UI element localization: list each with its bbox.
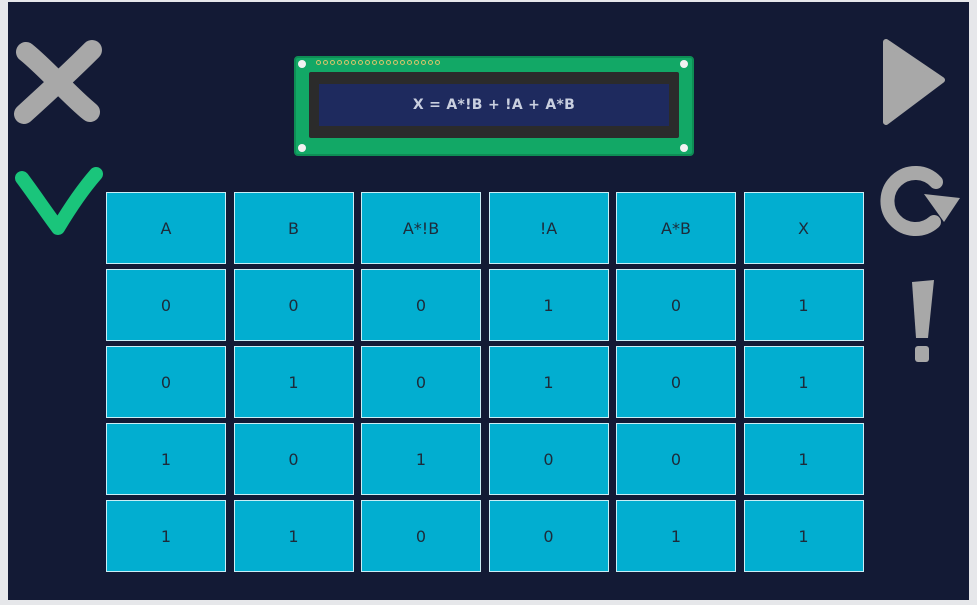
column-header-a: A [106, 192, 226, 264]
table-cell[interactable]: 0 [233, 269, 354, 341]
table-cell[interactable]: 1 [488, 269, 609, 341]
restart-button[interactable] [874, 164, 964, 240]
table-cell[interactable]: 1 [361, 423, 481, 495]
lcd-screen: X = A*!B + !A + A*B [319, 84, 669, 126]
column-header-b: B [233, 192, 354, 264]
check-icon [15, 167, 103, 235]
table-cell[interactable]: 0 [106, 346, 226, 418]
table-cell[interactable]: 1 [106, 500, 226, 572]
table-cell[interactable]: 0 [233, 423, 354, 495]
table-cell[interactable]: 0 [488, 500, 609, 572]
lcd-bezel: X = A*!B + !A + A*B [309, 72, 679, 138]
table-cell[interactable]: 1 [743, 500, 864, 572]
table-cell[interactable]: 0 [361, 500, 481, 572]
check-button[interactable] [12, 164, 104, 240]
table-cell[interactable]: 0 [361, 269, 481, 341]
lcd-display: X = A*!B + !A + A*B [294, 56, 694, 156]
close-button[interactable] [12, 38, 104, 126]
table-cell[interactable]: 0 [616, 346, 736, 418]
table-cell[interactable]: 1 [616, 500, 736, 572]
table-cell[interactable]: 1 [106, 423, 226, 495]
truth-table: A B A*!B !A A*B X 0 0 0 1 0 1 0 1 0 1 0 … [106, 192, 864, 572]
table-cell[interactable]: 1 [233, 500, 354, 572]
column-header-a-and-b: A*B [616, 192, 736, 264]
table-cell[interactable]: 0 [616, 423, 736, 495]
lcd-pin-header [316, 60, 440, 65]
play-icon [883, 39, 945, 125]
table-cell[interactable]: 1 [233, 346, 354, 418]
column-header-x: X [743, 192, 864, 264]
restart-icon [880, 166, 960, 236]
table-cell[interactable]: 1 [743, 269, 864, 341]
play-button[interactable] [880, 36, 946, 128]
column-header-a-and-not-b: A*!B [361, 192, 481, 264]
table-cell[interactable]: 1 [488, 346, 609, 418]
table-cell[interactable]: 0 [106, 269, 226, 341]
column-header-not-a: !A [488, 192, 609, 264]
hint-button[interactable] [906, 276, 938, 366]
game-screen: X = A*!B + !A + A*B A B A*!B !A A*B X 0 … [8, 2, 969, 600]
table-cell[interactable]: 0 [361, 346, 481, 418]
table-cell[interactable]: 1 [743, 346, 864, 418]
table-cell[interactable]: 0 [488, 423, 609, 495]
table-cell[interactable]: 0 [616, 269, 736, 341]
table-cell[interactable]: 1 [743, 423, 864, 495]
boolean-expression: X = A*!B + !A + A*B [412, 97, 576, 113]
exclamation-icon [912, 280, 934, 362]
close-icon [14, 40, 102, 124]
